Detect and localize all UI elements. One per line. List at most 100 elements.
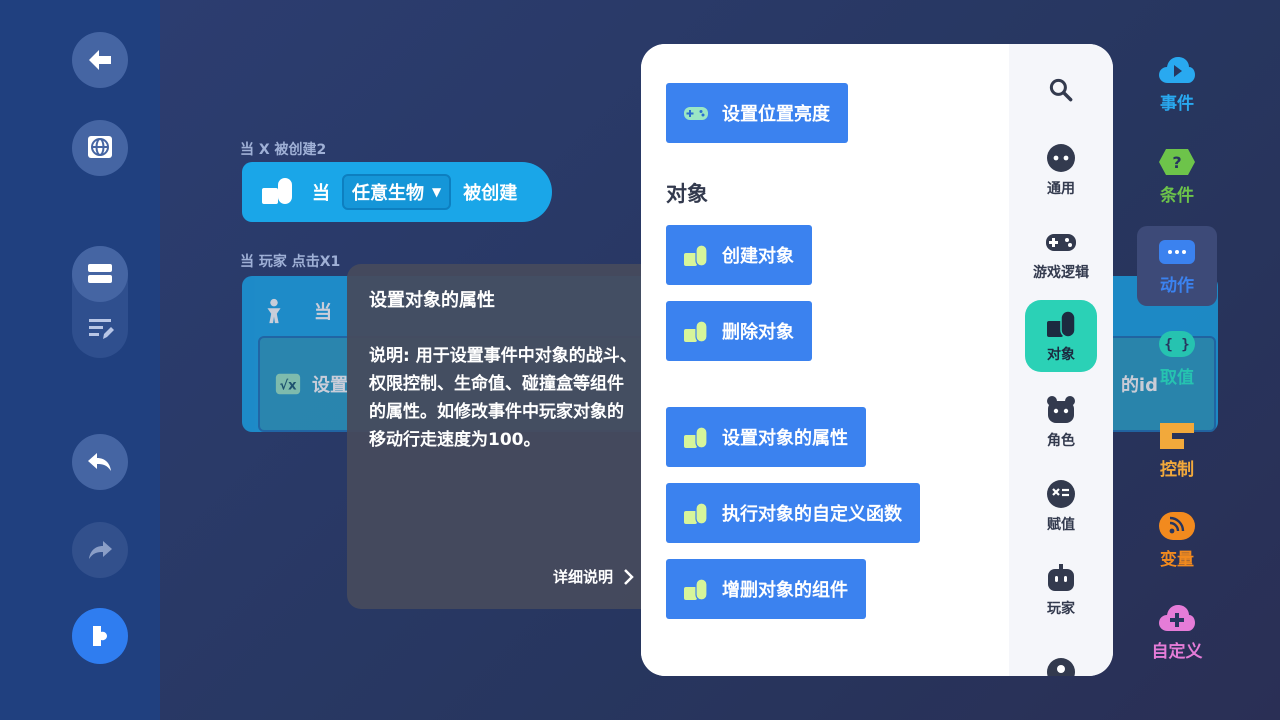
puzzle-icon — [93, 626, 107, 646]
category-sidebar: 通用 游戏逻辑 对象 角色 — [1009, 44, 1113, 676]
player-icon — [267, 298, 281, 324]
creature-dropdown-value: 任意生物 — [352, 183, 424, 204]
category-general[interactable]: 通用 — [1025, 134, 1097, 206]
category-more[interactable] — [1025, 638, 1097, 676]
equals-x-icon — [1047, 480, 1075, 508]
tab-actions[interactable]: 动作 — [1137, 226, 1217, 306]
object-cube-icon — [684, 426, 708, 449]
set-label: 设置 — [312, 375, 348, 396]
globe-button[interactable] — [72, 120, 128, 176]
tab-values-label: 取值 — [1160, 367, 1194, 388]
edit-object-components-block[interactable]: 增删对象的组件 — [666, 559, 866, 619]
delete-object-label: 删除对象 — [722, 322, 794, 343]
category-character-label: 角色 — [1047, 433, 1075, 449]
undo-icon — [88, 453, 111, 471]
set-location-brightness-label: 设置位置亮度 — [722, 104, 830, 125]
cloud-play-icon — [1159, 56, 1195, 83]
category-assignment[interactable]: 赋值 — [1025, 470, 1097, 542]
set-location-brightness-block[interactable]: 设置位置亮度 — [666, 83, 848, 143]
undo-button[interactable] — [72, 434, 128, 490]
tab-conditions[interactable]: ? 条件 — [1137, 136, 1217, 216]
set-object-property-label: 设置对象的属性 — [722, 428, 848, 449]
blocks-icon — [88, 264, 112, 283]
view-toggle-group — [72, 246, 128, 358]
edit-document-icon — [89, 319, 114, 339]
block-description-tooltip: 设置对象的属性 说明: 用于设置事件中对象的战斗、权限控制、生命值、碰撞盒等组件… — [347, 264, 659, 609]
object-cube-icon — [684, 578, 708, 601]
object-cube-icon — [684, 244, 708, 267]
create-object-block[interactable]: 创建对象 — [666, 225, 812, 285]
question-hexagon-icon: ? — [1159, 148, 1195, 175]
action-block-icon — [1159, 239, 1195, 264]
block-view-button[interactable] — [72, 246, 128, 302]
block-category-tabs: 事件 ? 条件 动作 { } 取值 控制 变量 — [1136, 0, 1280, 720]
tab-control-label: 控制 — [1160, 459, 1194, 480]
control-bracket-icon — [1160, 422, 1194, 449]
caret-down-icon: ▼ — [432, 185, 442, 199]
category-general-label: 通用 — [1047, 181, 1075, 197]
objects-icon — [262, 178, 292, 204]
section-title-objects: 对象 — [666, 182, 708, 206]
hat-block-caption: 当 X 被创建2 — [240, 142, 327, 158]
set-object-property-block[interactable]: 设置对象的属性 — [666, 407, 866, 467]
category-character[interactable]: 角色 — [1025, 386, 1097, 458]
back-button[interactable] — [72, 32, 128, 88]
tab-custom[interactable]: 自定义 — [1137, 592, 1217, 672]
category-player-label: 玩家 — [1047, 601, 1075, 617]
tab-events[interactable]: 事件 — [1137, 44, 1217, 124]
block-list[interactable]: 设置位置亮度 对象 创建对象 删除对象 设置对象的属性 — [641, 44, 1009, 676]
tooltip-description: 说明: 用于设置事件中对象的战斗、权限控制、生命值、碰撞盒等组件的属性。如修改事… — [369, 346, 637, 450]
code-view-button[interactable] — [72, 302, 128, 358]
gamepad-icon — [684, 107, 708, 120]
gamepad-icon — [1046, 234, 1076, 251]
edit-object-components-label: 增删对象的组件 — [722, 580, 848, 601]
search-button[interactable] — [1025, 56, 1097, 128]
chevron-right-icon — [624, 568, 634, 585]
category-objects[interactable]: 对象 — [1025, 300, 1097, 372]
svg-text:?: ? — [1172, 153, 1181, 172]
hat-when-label: 当 — [312, 183, 330, 204]
tab-control[interactable]: 控制 — [1137, 410, 1217, 490]
event-hat-block[interactable]: 当 任意生物 ▼ 被创建 — [242, 162, 552, 222]
hat-suffix-label: 被创建 — [463, 183, 518, 204]
tab-actions-label: 动作 — [1160, 275, 1194, 296]
tab-events-label: 事件 — [1160, 93, 1194, 114]
redo-button[interactable] — [72, 522, 128, 578]
run-custom-function-block[interactable]: 执行对象的自定义函数 — [666, 483, 920, 543]
category-player[interactable]: 玩家 — [1025, 554, 1097, 626]
tab-values[interactable]: { } 取值 — [1137, 318, 1217, 398]
delete-object-block[interactable]: 删除对象 — [666, 301, 812, 361]
of-id-label: 的id — [1120, 375, 1158, 396]
dots-circle-icon — [1047, 144, 1075, 172]
details-link[interactable]: 详细说明 — [553, 566, 635, 587]
block-palette-panel: 设置位置亮度 对象 创建对象 删除对象 设置对象的属性 — [641, 44, 1113, 676]
formula-icon: √x — [275, 373, 301, 395]
braces-icon: { } — [1159, 330, 1195, 357]
tab-variables[interactable]: 变量 — [1137, 500, 1217, 580]
svg-text:{ }: { } — [1164, 337, 1189, 353]
run-custom-function-label: 执行对象的自定义函数 — [722, 504, 902, 525]
creature-dropdown[interactable]: 任意生物 ▼ — [342, 174, 452, 210]
redo-icon — [89, 541, 112, 559]
robot-face-icon — [1048, 564, 1074, 591]
run-button[interactable] — [72, 608, 128, 664]
user-icon — [1047, 658, 1075, 676]
search-icon — [1049, 78, 1073, 102]
left-toolbar — [0, 0, 160, 720]
player-when-label: 当 — [314, 302, 332, 323]
tab-custom-label: 自定义 — [1151, 641, 1203, 662]
arrow-left-icon — [89, 50, 111, 70]
player-block-header: 当 — [260, 286, 332, 336]
player-block-caption: 当 玩家 点击X1 — [240, 254, 341, 270]
cloud-plus-icon — [1159, 604, 1195, 631]
category-assignment-label: 赋值 — [1047, 517, 1075, 533]
details-link-label: 详细说明 — [552, 568, 613, 586]
category-game-logic[interactable]: 游戏逻辑 — [1025, 218, 1097, 290]
bear-face-icon — [1047, 396, 1075, 423]
tooltip-title: 设置对象的属性 — [369, 290, 495, 311]
objects-icon — [1047, 310, 1076, 338]
rss-icon — [1159, 511, 1195, 540]
tab-conditions-label: 条件 — [1160, 185, 1194, 206]
category-objects-label: 对象 — [1047, 347, 1075, 363]
object-cube-icon — [684, 502, 708, 525]
